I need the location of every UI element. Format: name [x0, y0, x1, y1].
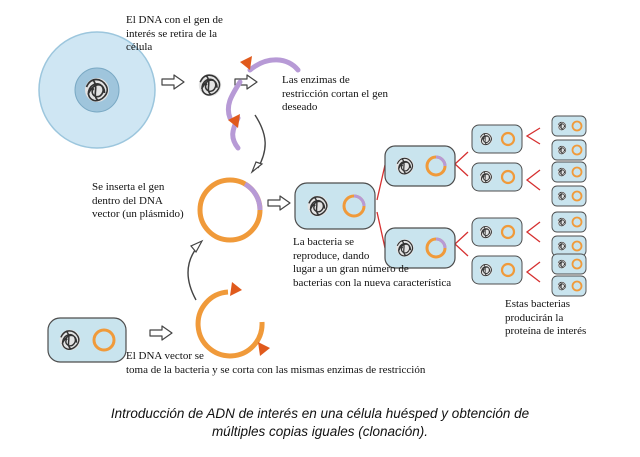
bacterium-gen4	[551, 115, 587, 137]
recombinant-plasmid-icon	[197, 177, 263, 243]
bacterium-gen4-group	[551, 115, 587, 297]
extracted-dna-icon	[198, 73, 222, 97]
cut-gene-icon	[225, 56, 301, 151]
label-dna-removed: El DNA con el gen de interés se retira d…	[126, 14, 223, 53]
bacterium-gen4	[551, 161, 587, 183]
bacterium-gen4	[551, 235, 587, 257]
bacterium-gen3-group	[471, 124, 523, 285]
process-arrow-icon	[187, 239, 204, 301]
source-bacterium	[47, 317, 127, 363]
label-vector-taken: El DNA vector se toma de la bacteria y s…	[126, 350, 426, 376]
label-bacteria-reproduce: La bacteria se reproduce, dando lugar a …	[293, 236, 452, 289]
bacterium-gen3	[471, 124, 523, 154]
bacterium-gen4	[551, 253, 587, 275]
cut-plasmid-icon	[195, 282, 270, 359]
bacterium-gen4	[551, 139, 587, 161]
nucleus-dna-icon	[84, 77, 110, 103]
bacterium-gen2-top	[384, 145, 456, 187]
bacterium-gen2-bottom	[384, 227, 456, 269]
process-arrow-icon	[267, 195, 291, 211]
bacterium-gen4	[551, 275, 587, 297]
bacterium-gen3	[471, 217, 523, 247]
figure-caption: Introducción de ADN de interés en una cé…	[110, 406, 530, 439]
transformed-bacterium	[294, 182, 376, 230]
bacterium-gen4	[551, 185, 587, 207]
host-cell	[38, 31, 156, 149]
process-arrow-icon	[149, 325, 173, 341]
label-gene-inserted: Se inserta el gen dentro del DNA vector …	[92, 181, 184, 220]
process-arrow-icon	[250, 114, 266, 174]
bacterium-gen3	[471, 255, 523, 285]
label-enzymes-cut: Las enzimas de restricción cortan el gen…	[282, 74, 388, 113]
bacterium-gen3	[471, 162, 523, 192]
bacterium-gen4	[551, 211, 587, 233]
label-produce-protein: Estas bacterias producirán la proteína d…	[505, 298, 587, 337]
process-arrow-icon	[161, 74, 185, 90]
